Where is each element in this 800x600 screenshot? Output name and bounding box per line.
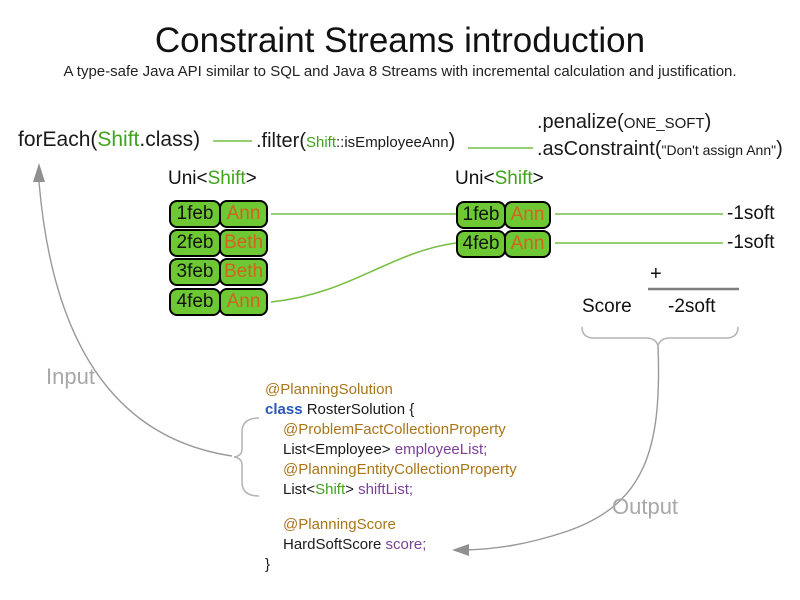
plus-sign: +	[650, 263, 662, 285]
shift-row: 1feb Ann	[456, 201, 551, 229]
output-arrowhead-icon	[452, 544, 469, 556]
shift-row: 4feb Ann	[456, 230, 551, 258]
shift-date-cell: 2feb	[169, 229, 221, 257]
penalize-suffix: )	[704, 111, 712, 133]
field-type: List<Employee>	[283, 441, 395, 458]
page-title: Constraint Streams introduction	[154, 21, 646, 60]
shift-name-cell: Ann	[504, 201, 551, 229]
field-name: employeeList;	[394, 441, 488, 458]
shift-name-cell: Ann	[219, 200, 268, 228]
score-total: -2soft	[668, 296, 716, 317]
score-label: Score	[582, 296, 632, 317]
shift-row: 4feb Ann	[169, 288, 268, 316]
type-label-arg: Shift	[207, 168, 246, 189]
shift-date-cell: 4feb	[456, 230, 506, 258]
shift-name-cell: Beth	[219, 258, 268, 286]
output-arrow	[465, 345, 660, 551]
field-name: shiftList;	[358, 481, 414, 498]
code-line-employee-list: List<Employee> employeeList;	[283, 441, 487, 458]
row-4feb-match-connector	[270, 242, 457, 303]
shift-name-cell: Ann	[504, 230, 551, 258]
code-line-problemfact-annotation: @ProblemFactCollectionProperty	[283, 421, 506, 438]
filter-call: .filter(Shift::isEmployeeAnn)	[256, 130, 455, 153]
penalize-call: .penalize(ONE_SOFT)	[537, 111, 711, 134]
code-line-shift-list: List<Shift> shiftList;	[283, 481, 413, 498]
shift-date-cell: 4feb	[169, 288, 221, 316]
code-line-closing-brace: }	[265, 556, 271, 573]
foreach-prefix: forEach(	[18, 128, 98, 151]
shift-row: 2feb Beth	[169, 229, 268, 257]
code-line-planningentity-annotation: @PlanningEntityCollectionProperty	[283, 461, 517, 478]
output-label: Output	[612, 494, 679, 519]
penalize-prefix: .penalize(	[537, 111, 624, 133]
penalty-value: -1soft	[727, 232, 775, 253]
filter-arg-type: Shift	[306, 134, 337, 151]
field-name: score;	[385, 536, 427, 553]
filter-arg-method: ::isEmployeeAnn	[336, 134, 449, 151]
shift-name-cell: Beth	[219, 229, 268, 257]
page-subtitle: A type-safe Java API similar to SQL and …	[63, 63, 737, 80]
shift-row: 1feb Ann	[169, 200, 268, 228]
input-brace	[233, 417, 260, 497]
code-line-planningscore-annotation: @PlanningScore	[283, 516, 396, 533]
filter-suffix: )	[448, 130, 456, 152]
shift-date-cell: 1feb	[456, 201, 506, 229]
code-line-class-decl: class RosterSolution {	[265, 401, 414, 418]
type-label-prefix: Uni<	[455, 168, 495, 189]
score-brace	[581, 326, 739, 347]
penalty-value: -1soft	[727, 203, 775, 224]
foreach-suffix: .class)	[139, 128, 201, 151]
input-arrowhead-icon	[33, 163, 45, 182]
asconstraint-call: .asConstraint("Don't assign Ann")	[537, 138, 783, 161]
penalize-arg: ONE_SOFT	[623, 115, 705, 132]
input-arrow	[38, 181, 233, 457]
field-type: List<	[283, 481, 316, 498]
shift-date-cell: 1feb	[169, 200, 221, 228]
code-line-score-field: HardSoftScore score;	[283, 536, 426, 553]
foreach-call: forEach(Shift.class)	[18, 128, 200, 152]
code-line-planning-solution: @PlanningSolution	[265, 381, 393, 398]
type-label-prefix: Uni<	[168, 168, 208, 189]
class-name: RosterSolution {	[302, 401, 415, 418]
field-type: HardSoftScore	[283, 536, 386, 553]
input-label: Input	[46, 364, 95, 389]
type-label-suffix: >	[532, 168, 544, 189]
filtered-table-type-label: Uni<Shift>	[455, 168, 544, 190]
foreach-class-arg: Shift	[97, 128, 140, 151]
asconstraint-arg: "Don't assign Ann"	[661, 142, 777, 158]
shift-date-cell: 3feb	[169, 258, 221, 286]
shift-type: Shift	[315, 481, 346, 498]
type-label-suffix: >	[245, 168, 257, 189]
shift-name-cell: Ann	[219, 288, 268, 316]
asconstraint-suffix: )	[776, 138, 783, 160]
field-type: >	[345, 481, 359, 498]
keyword-class: class	[265, 401, 303, 418]
shift-row: 3feb Beth	[169, 258, 268, 286]
filter-prefix: .filter(	[256, 130, 306, 152]
type-label-arg: Shift	[494, 168, 533, 189]
asconstraint-prefix: .asConstraint(	[537, 138, 662, 160]
input-table-type-label: Uni<Shift>	[168, 168, 257, 190]
